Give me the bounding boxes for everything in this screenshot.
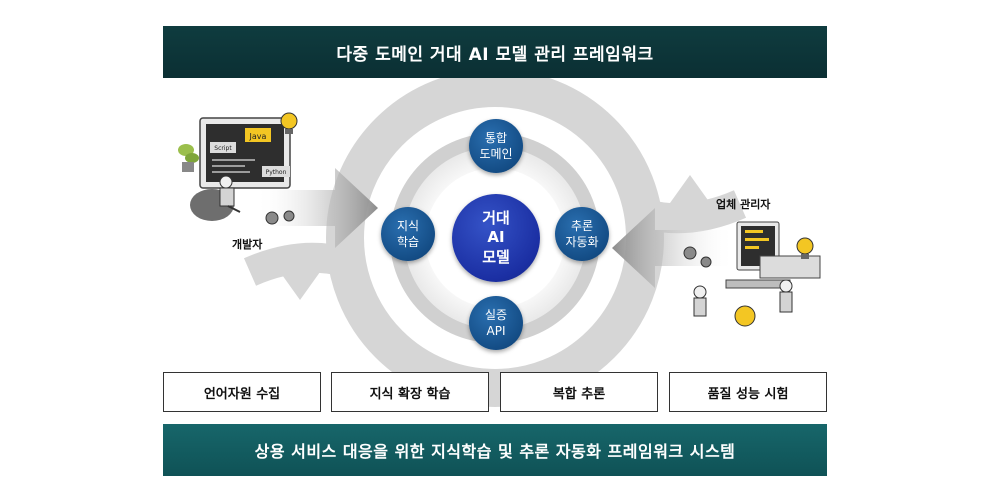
center-line2: AI [487, 228, 505, 247]
footer-banner: 상용 서비스 대응을 위한 지식학습 및 추론 자동화 프레임워크 시스템 [163, 424, 827, 476]
manager-label: 업체 관리자 [716, 198, 771, 211]
gear-icon [265, 211, 279, 225]
box-label: 지식 확장 학습 [369, 386, 451, 402]
script-tag [210, 142, 236, 153]
header-banner: 다중 도메인 거대 AI 모델 관리 프레임워크 [163, 26, 827, 78]
manager-illustration [683, 221, 821, 327]
center-line1: 거대 [482, 208, 510, 227]
node-integrated-domain-line2: 도메인 [479, 147, 513, 161]
gear-icon [700, 256, 712, 268]
lightbulb-icon [796, 237, 814, 255]
footer-title: 상용 서비스 대응을 위한 지식학습 및 추론 자동화 프레임워크 시스템 [254, 442, 736, 461]
node-large-ai-model: 거대 AI 모델 [452, 194, 540, 282]
node-demo-api-line2: API [486, 324, 506, 338]
node-knowledge-learning-line1: 지식 [396, 218, 420, 233]
center-line3: 모델 [482, 247, 510, 266]
node-integrated-domain-line1: 통합 [484, 130, 508, 145]
gear-icon [283, 210, 295, 222]
desk-icon [759, 255, 821, 279]
manager-arrow-icon [612, 208, 735, 288]
box-label: 복합 추론 [552, 386, 606, 402]
box-label: 품질 성능 시험 [707, 386, 789, 402]
node-demo-api-line1: 실증 [484, 307, 508, 322]
node-knowledge-learning: 지식 학습 [381, 207, 435, 261]
python-label: Python [266, 169, 287, 176]
java-tag [245, 128, 271, 142]
node-inference-automation-line2: 자동화 [565, 235, 599, 249]
developer-label: 개발자 [232, 238, 263, 251]
node-integrated-domain: 통합 도메인 [469, 119, 523, 173]
box-complex-inference: 복합 추론 [500, 372, 658, 412]
gear-icon [734, 305, 756, 327]
node-knowledge-learning-line2: 학습 [396, 235, 420, 249]
node-inference-automation: 추론 자동화 [555, 207, 609, 261]
developer-arrow-icon [255, 168, 378, 248]
java-label: Java [249, 132, 267, 141]
box-quality-performance-test: 품질 성능 시험 [669, 372, 827, 412]
node-inference-automation-line1: 추론 [570, 218, 594, 233]
lightbulb-icon [280, 112, 298, 130]
page-title: 다중 도메인 거대 AI 모델 관리 프레임워크 [336, 44, 654, 65]
box-knowledge-expansion-learning: 지식 확장 학습 [331, 372, 489, 412]
box-label: 언어자원 수집 [203, 386, 281, 402]
python-tag [262, 166, 290, 177]
script-label: Script [214, 145, 232, 152]
developer-illustration: Java Script Python [178, 112, 298, 225]
box-language-resource-collection: 언어자원 수집 [163, 372, 321, 412]
gear-icon [683, 246, 697, 260]
node-demo-api: 실증 API [469, 296, 523, 350]
